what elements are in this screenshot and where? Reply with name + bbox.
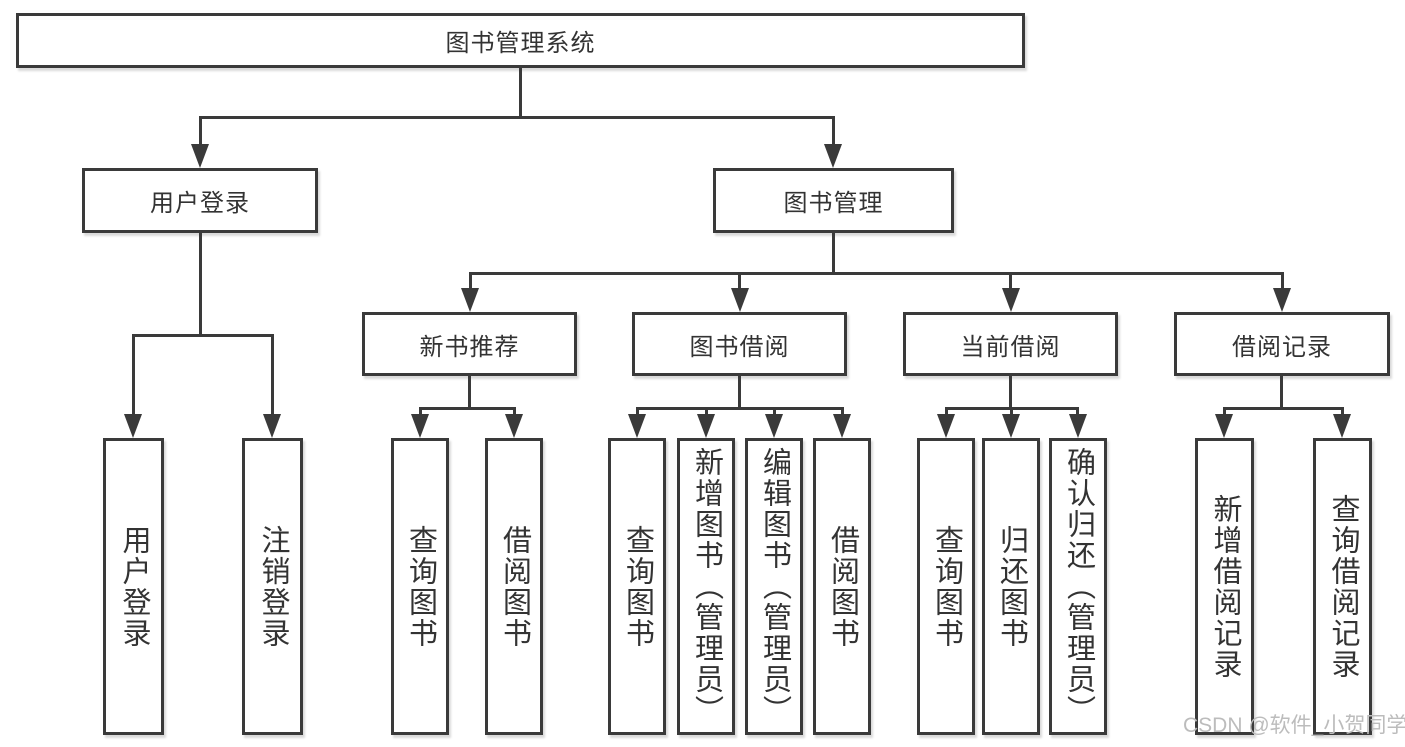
node-label: 图书借阅: [689, 333, 790, 361]
connector-arrow-shaft-leaf-user-login: [132, 334, 135, 418]
connector-arrow-shaft-new-book: [469, 272, 472, 292]
arrowhead-new-book: [461, 288, 479, 312]
connector-arrow-shaft-borrowing-records: [1281, 272, 1284, 292]
connector-arrow-shaft-borrow-edit: [773, 407, 776, 419]
arrowhead-book-management: [824, 144, 842, 168]
leaf-label: 编辑图书（管理员）: [758, 447, 791, 726]
connector-arrow-shaft-current-return: [1010, 407, 1013, 419]
node-label: 图书管理: [783, 190, 884, 217]
leaf-newrec-borrow-books: 借阅图书: [485, 438, 543, 735]
node-library-management-system: 图书管理系统: [16, 13, 1025, 68]
leaf-label: 用户登录: [118, 524, 150, 649]
connector-arrow-shaft-records-add: [1223, 407, 1226, 419]
node-book-management: 图书管理: [713, 168, 954, 233]
leaf-borrow-query-books: 查询图书: [608, 438, 666, 735]
arrowhead-leaf-logout: [263, 414, 281, 438]
connector-arrow-shaft-user-login: [199, 116, 202, 148]
leaf-label: 新增图书（管理员）: [690, 447, 723, 726]
arrowhead-borrowing-records: [1273, 288, 1291, 312]
leaf-current-confirm-return-admin: 确认归还（管理员）: [1049, 438, 1107, 735]
connector-arrow-shaft-leaf-logout: [271, 334, 274, 418]
leaf-label: 查询图书: [621, 524, 654, 649]
node-label: 新书推荐: [419, 333, 520, 361]
leaf-logout: 注销登录: [242, 438, 303, 735]
arrowhead-records-add: [1215, 414, 1233, 438]
connector-arrow-shaft-borrow-query: [636, 407, 639, 419]
arrowhead-borrow-add: [697, 414, 715, 438]
connector-level1-bar: [199, 116, 835, 119]
leaf-label: 注销登录: [257, 524, 289, 649]
connector-borrowing-records-stem: [1280, 376, 1283, 409]
leaf-label: 查询借阅记录: [1327, 493, 1359, 680]
connector-new-book-stem: [468, 376, 471, 409]
leaf-user-login: 用户登录: [103, 438, 164, 735]
arrowhead-borrow-edit: [765, 414, 783, 438]
connector-arrow-shaft-borrow-add: [705, 407, 708, 419]
node-new-book-recommend: 新书推荐: [362, 312, 577, 376]
connector-borrowing-records-bar: [1223, 407, 1343, 410]
connector-book-management-stem: [832, 233, 835, 274]
node-label: 用户登录: [150, 190, 250, 217]
leaf-borrow-add-books-admin: 新增图书（管理员）: [677, 438, 735, 735]
connector-arrow-shaft-current-query: [945, 407, 948, 419]
connector-root-stem: [519, 68, 522, 118]
leaf-borrow-borrow-books: 借阅图书: [813, 438, 871, 735]
connector-user-login-stem: [199, 233, 202, 336]
connector-arrow-shaft-newrec-query: [419, 407, 422, 419]
leaf-current-return-books: 归还图书: [982, 438, 1040, 735]
arrowhead-current-query: [937, 414, 955, 438]
leaf-newrec-query-books: 查询图书: [391, 438, 449, 735]
leaf-label: 借阅图书: [826, 524, 859, 649]
node-label: 图书管理系统: [445, 30, 596, 57]
arrowhead-records-query: [1333, 414, 1351, 438]
connector-book-borrowing-bar: [636, 407, 844, 410]
leaf-label: 归还图书: [995, 524, 1028, 649]
node-current-borrowing: 当前借阅: [903, 312, 1118, 376]
leaf-label: 新增借阅记录: [1209, 493, 1241, 680]
leaf-borrow-edit-books-admin: 编辑图书（管理员）: [745, 438, 803, 735]
arrowhead-current-confirm: [1069, 414, 1087, 438]
watermark: CSDN @软件_小贺同学: [1183, 714, 1405, 737]
connector-arrow-shaft-book-management: [832, 116, 835, 148]
arrowhead-user-login: [191, 144, 209, 168]
leaf-label: 借阅图书: [498, 524, 531, 649]
connector-arrow-shaft-records-query: [1341, 407, 1344, 419]
leaf-current-query-books: 查询图书: [917, 438, 975, 735]
connector-current-borrowing-stem: [1009, 376, 1012, 409]
arrowhead-borrow-query: [628, 414, 646, 438]
leaf-records-add-record: 新增借阅记录: [1195, 438, 1254, 735]
leaf-records-query-record: 查询借阅记录: [1313, 438, 1372, 735]
arrowhead-borrow-borrow: [833, 414, 851, 438]
connector-arrow-shaft-current-borrowing: [1009, 272, 1012, 292]
connector-arrow-shaft-current-confirm: [1076, 407, 1079, 419]
connector-level2-bar: [469, 272, 1284, 275]
arrowhead-leaf-user-login: [124, 414, 142, 438]
connector-user-login-bar: [132, 334, 274, 337]
arrowhead-current-borrowing: [1002, 288, 1020, 312]
connector-new-book-bar: [419, 407, 516, 410]
arrowhead-book-borrowing: [731, 288, 749, 312]
arrowhead-newrec-query: [411, 414, 429, 438]
leaf-label: 查询图书: [930, 524, 963, 649]
connector-book-borrowing-stem: [738, 376, 741, 409]
node-label: 借阅记录: [1232, 333, 1332, 361]
connector-arrow-shaft-book-borrowing: [738, 272, 741, 292]
connector-arrow-shaft-newrec-borrow: [513, 407, 516, 419]
node-user-login: 用户登录: [82, 168, 318, 233]
node-label: 当前借阅: [960, 333, 1061, 361]
leaf-label: 查询图书: [404, 524, 437, 649]
node-book-borrowing: 图书借阅: [632, 312, 847, 376]
arrowhead-current-return: [1002, 414, 1020, 438]
leaf-label: 确认归还（管理员）: [1062, 447, 1095, 726]
connector-arrow-shaft-borrow-borrow: [841, 407, 844, 419]
arrowhead-newrec-borrow: [505, 414, 523, 438]
node-borrowing-records: 借阅记录: [1174, 312, 1390, 376]
